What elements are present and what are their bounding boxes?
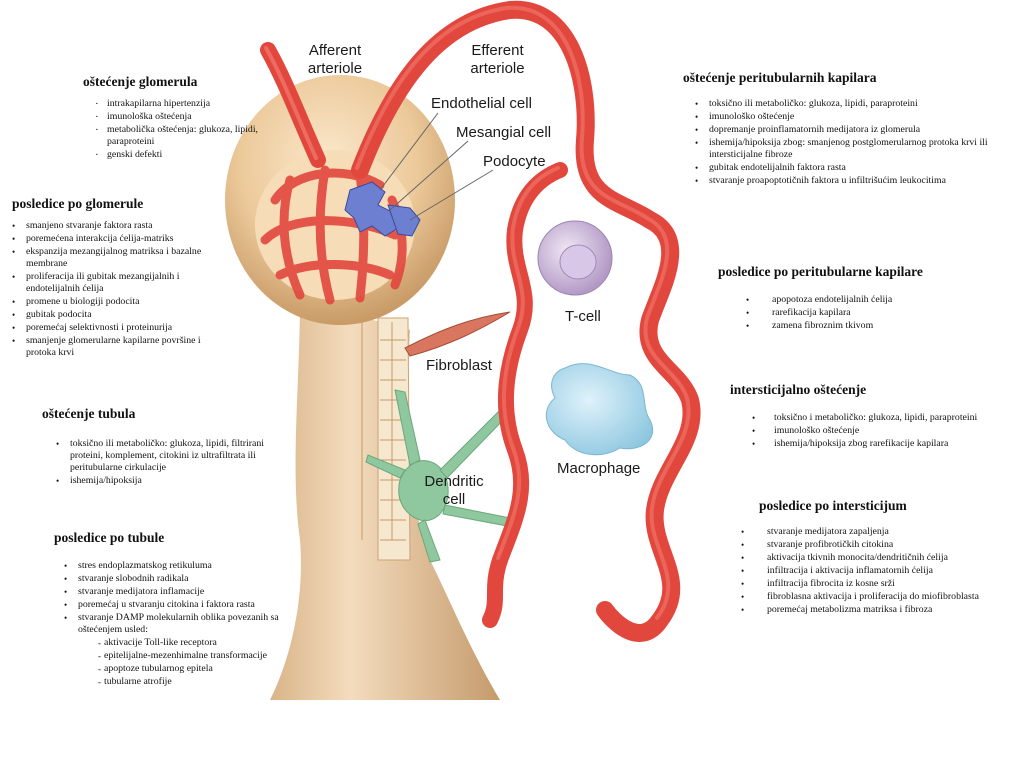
interstitial-damage-block: intersticijalno oštećenje toksično i met… — [730, 382, 1025, 451]
list-item: intrakapilarna hipertenzija — [93, 98, 273, 110]
fibroblast-label: Fibroblast — [426, 357, 492, 375]
list-item: infiltracija i aktivacija inflamatornih … — [741, 565, 1026, 577]
interstitial-damage-list: toksično i metaboličko: glukoza, lipidi,… — [730, 412, 1025, 450]
list-item: dopremanje proinflamatornih medijatora i… — [695, 124, 1028, 136]
interstitial-consequences-title: posledice po intersticijum — [759, 498, 1026, 514]
sub-list-item: apoptoze tubularnog epitela — [98, 663, 314, 675]
interstitial-consequences-block: posledice po intersticijum stvaranje med… — [741, 498, 1026, 617]
list-item: stvaranje medijatora inflamacije — [64, 586, 314, 598]
sub-list-item: tubularne atrofije — [98, 676, 314, 688]
list-item: smanjenje glomerularne kapilarne površin… — [12, 335, 217, 359]
tubular-damage-list: toksično ili metaboličko: glukoza, lipid… — [42, 438, 270, 487]
list-item: aktivacija tkivnih monocita/dendritičnih… — [741, 552, 1026, 564]
tubular-consequences-title: posledice po tubule — [54, 530, 314, 546]
glomerular-consequences-block: posledice po glomerule smanjeno stvaranj… — [12, 196, 217, 360]
glomerular-damage-block: oštećenje glomerula intrakapilarna hiper… — [83, 74, 273, 162]
list-item: ishemija/hipoksija zbog: smanjenog postg… — [695, 137, 1028, 161]
list-item: stvaranje DAMP molekularnih oblika povez… — [64, 612, 314, 636]
dendritic-cell-label: Dendritic cell — [418, 473, 490, 509]
list-item: poremećaj u stvaranju citokina i faktora… — [64, 599, 314, 611]
peritubular-damage-title: oštećenje peritubularnih kapilara — [683, 70, 1028, 86]
glomerular-damage-list: intrakapilarna hipertenzija imunološka o… — [83, 98, 273, 161]
t-cell — [538, 221, 612, 295]
dendritic-label-line1: Dendritic — [418, 473, 490, 491]
list-item: stvaranje slobodnih radikala — [64, 573, 314, 585]
list-item: promene u biologiji podocita — [12, 296, 217, 308]
glomerular-consequences-title: posledice po glomerule — [12, 196, 217, 212]
list-item: metabolička oštećenja: glukoza, lipidi, … — [93, 124, 273, 148]
sub-list-item: epitelijalne-mezenhimalne transformacije — [98, 650, 314, 662]
afferent-arteriole-label: Afferent arteriole — [300, 42, 370, 78]
peritubular-consequences-block: posledice po peritubularne kapilare apop… — [718, 264, 1018, 333]
list-item: apopotoza endotelijalnih ćelija — [746, 294, 1018, 306]
list-item: ishemija/hipoksija zbog rarefikacije kap… — [752, 438, 1025, 450]
list-item: genski defekti — [93, 149, 273, 161]
afferent-label-line2: arteriole — [300, 60, 370, 78]
list-item: poremećaj selektivnosti i proteinurija — [12, 322, 217, 334]
dendritic-label-line2: cell — [418, 491, 490, 509]
list-item: rarefikacija kapilara — [746, 307, 1018, 319]
list-item: stvaranje proapoptotičnih faktora u infi… — [695, 175, 1028, 187]
interstitial-damage-title: intersticijalno oštećenje — [730, 382, 1025, 398]
list-item: smanjeno stvaranje faktora rasta — [12, 220, 217, 232]
efferent-label-line2: arteriole — [460, 60, 535, 78]
efferent-label-line1: Efferent — [460, 42, 535, 60]
sub-list-item: aktivacije Toll-like receptora — [98, 637, 314, 649]
list-item: toksično ili metaboličko: glukoza, lipid… — [56, 438, 270, 474]
list-item: ekspanzija mezangijalnog matriksa i baza… — [12, 246, 217, 270]
list-item: poremećena interakcija ćelija-matriks — [12, 233, 217, 245]
tubular-consequences-list: stres endoplazmatskog retikuluma stvaran… — [54, 560, 314, 636]
tubular-consequences-sublist: aktivacije Toll-like receptora epitelija… — [54, 637, 314, 688]
interstitial-consequences-list: stvaranje medijatora zapaljenja stvaranj… — [741, 526, 1026, 616]
list-item: imunološka oštećenja — [93, 111, 273, 123]
list-item: toksično ili metaboličko: glukoza, lipid… — [695, 98, 1028, 110]
peritubular-consequences-list: apopotoza endotelijalnih ćelija rarefika… — [718, 294, 1018, 332]
peritubular-damage-block: oštećenje peritubularnih kapilara toksič… — [683, 70, 1028, 188]
list-item: stres endoplazmatskog retikuluma — [64, 560, 314, 572]
glomerular-consequences-list: smanjeno stvaranje faktora rasta poremeć… — [12, 220, 217, 359]
t-cell-label: T-cell — [565, 308, 601, 326]
list-item: stvaranje profibrotičkih citokina — [741, 539, 1026, 551]
list-item: gubitak podocita — [12, 309, 217, 321]
list-item: proliferacija ili gubitak mezangijalnih … — [12, 271, 217, 295]
list-item: infiltracija fibrocita iz kosne srži — [741, 578, 1026, 590]
list-item: ishemija/hipoksija — [56, 475, 270, 487]
list-item: gubitak endotelijalnih faktora rasta — [695, 162, 1028, 174]
macrophage-label: Macrophage — [557, 460, 640, 478]
list-item: fibroblasna aktivacija i proliferacija d… — [741, 591, 1026, 603]
fibroblast-cell — [405, 312, 510, 356]
tubular-damage-title: oštećenje tubula — [42, 406, 270, 422]
list-item: poremećaj metabolizma matriksa i fibroza — [741, 604, 1026, 616]
list-item: toksično i metaboličko: glukoza, lipidi,… — [752, 412, 1025, 424]
peritubular-damage-list: toksično ili metaboličko: glukoza, lipid… — [683, 98, 1028, 187]
efferent-arteriole-label: Efferent arteriole — [460, 42, 535, 78]
tubular-consequences-block: posledice po tubule stres endoplazmatsko… — [54, 530, 314, 689]
tubular-damage-block: oštećenje tubula toksično ili metaboličk… — [42, 406, 270, 488]
podocyte-label: Podocyte — [483, 153, 546, 171]
list-item: stvaranje medijatora zapaljenja — [741, 526, 1026, 538]
peritubular-consequences-title: posledice po peritubularne kapilare — [718, 264, 1018, 280]
list-item: imunološko oštećenje — [695, 111, 1028, 123]
mesangial-cell-label: Mesangial cell — [456, 124, 551, 142]
macrophage-cell — [546, 364, 652, 455]
afferent-label-line1: Afferent — [300, 42, 370, 60]
list-item: imunološko oštećenje — [752, 425, 1025, 437]
endothelial-cell-label: Endothelial cell — [431, 95, 532, 113]
glomerular-damage-title: oštećenje glomerula — [83, 74, 273, 90]
list-item: zamena fibroznim tkivom — [746, 320, 1018, 332]
